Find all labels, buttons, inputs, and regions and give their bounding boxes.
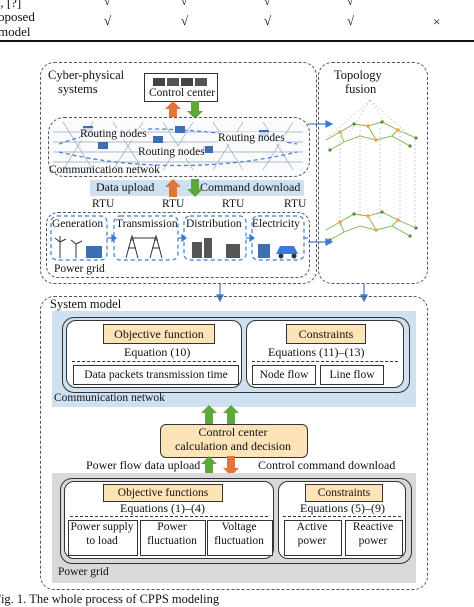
- server-icon: [153, 78, 207, 86]
- active-power-line2: power: [297, 535, 327, 547]
- topology-fusion-graph: [325, 99, 418, 242]
- check-mark: √: [104, 0, 111, 8]
- reactive-power-line1: Reactive: [352, 521, 394, 533]
- voltage-fluctuation-line2: fluctuation: [214, 535, 264, 547]
- equations-11-13: Equations (11)–(13): [268, 345, 365, 359]
- objective-functions-header: Objective functions: [103, 484, 223, 502]
- equations-1-4: Equations (1)–(4): [120, 501, 205, 515]
- arrow-pair-top: [165, 101, 203, 119]
- data-packets-box: Data packets transmission time: [73, 365, 239, 385]
- table-row2-label-line2: model: [0, 24, 31, 39]
- active-power-box: [284, 520, 342, 556]
- power-grid-upper-box: [46, 212, 310, 278]
- arrow-pair-model-top: [201, 405, 239, 425]
- control-decision-line1: Control center: [198, 425, 268, 439]
- system-model-box: [40, 296, 428, 590]
- control-command-download-label: Control command download: [258, 458, 396, 472]
- constraints-header: Constraints: [286, 324, 366, 344]
- stage-distribution: Distribution: [186, 218, 242, 230]
- dashed-divider: [252, 361, 398, 362]
- equation-10: Equation (10): [124, 345, 191, 359]
- grid-model-label: Power grid: [58, 566, 109, 578]
- cps-title-line2: systems: [58, 82, 98, 96]
- reactive-power-line2: power: [358, 535, 388, 547]
- link-arrows: [308, 120, 334, 246]
- cps-title-line1: Cyber-physical: [48, 68, 125, 82]
- equations-5-9: Equations (5)–(9): [300, 501, 385, 515]
- topology-fusion-box: [318, 62, 428, 284]
- reactive-power-box: [345, 520, 403, 556]
- objective-function-header: Objective function: [103, 324, 215, 344]
- line-flow-box: Line flow: [320, 365, 384, 385]
- power-fluctuation-line1: Power: [157, 521, 187, 533]
- topology-title-line2: fusion: [345, 82, 377, 96]
- comm-network-label: Communication netwok: [49, 164, 160, 176]
- voltage-fluctuation-line1: Voltage: [221, 521, 257, 533]
- control-center-label: Control center: [149, 87, 216, 99]
- table-row1-label: ], [?]: [0, 0, 22, 10]
- check-mark: √: [181, 0, 188, 8]
- command-download-label: Command download: [200, 180, 301, 194]
- table-row2-label-line1: oposed: [0, 9, 35, 24]
- routing-nodes-label: Routing nodes: [80, 128, 147, 140]
- constraints-lower-header: Constraints: [305, 484, 383, 502]
- cps-outer-box: [40, 62, 317, 284]
- power-supply-line2: to load: [86, 535, 118, 547]
- rtu-label: RTU: [222, 198, 245, 210]
- dashed-divider: [70, 516, 268, 517]
- rtu-label: RTU: [284, 198, 307, 210]
- dashed-divider: [283, 516, 401, 517]
- power-supply-line1: Power supply: [70, 521, 134, 533]
- dashed-divider: [72, 361, 236, 362]
- topology-title-line1: Topology: [334, 68, 382, 82]
- stage-electricity: Electricity: [252, 218, 300, 230]
- check-mark: √: [347, 13, 355, 28]
- table-fragment: ], [?] oposed model √ √ √ √ √ √ √ √ ×: [0, 0, 474, 46]
- control-center-box: Control center: [144, 73, 218, 102]
- power-fluctuation-line2: fluctuation: [147, 535, 197, 547]
- stage-generation: Generation: [52, 218, 104, 230]
- voltage-fluctuation-box: [207, 520, 273, 556]
- power-grid-upper-label: Power grid: [54, 263, 105, 275]
- grid-model-inner: [60, 478, 412, 564]
- routing-nodes-label: Routing nodes: [138, 146, 205, 158]
- stage-transmission: Transmission: [116, 218, 178, 230]
- comm-model-inner: [62, 317, 410, 393]
- data-upload-label: Data upload: [96, 180, 155, 194]
- arrow-pair-middle: [165, 179, 203, 197]
- check-mark: √: [181, 13, 189, 28]
- comm-model-label: Communication netwok: [54, 392, 165, 404]
- power-supply-box: [68, 520, 138, 556]
- power-chain-diagram: [50, 215, 308, 261]
- check-mark: √: [264, 0, 271, 8]
- check-mark: √: [347, 0, 354, 8]
- check-mark: √: [264, 13, 272, 28]
- check-mark: √: [104, 13, 112, 28]
- table-bottom-rule: [0, 40, 474, 42]
- cross-mark: ×: [433, 14, 441, 29]
- system-model-label: System model: [50, 297, 122, 311]
- power-flow-upload-label: Power flow data upload: [86, 458, 201, 472]
- power-fluctuation-box: [140, 520, 206, 556]
- node-flow-box: Node flow: [252, 365, 316, 385]
- active-power-line1: Active: [296, 521, 328, 533]
- routing-nodes-label: Routing nodes: [218, 132, 285, 144]
- rtu-label: RTU: [162, 198, 185, 210]
- arrow-pair-model-bottom: [201, 456, 239, 476]
- rtu-label: RTU: [92, 198, 115, 210]
- control-decision-line2: calculation and decision: [175, 439, 291, 453]
